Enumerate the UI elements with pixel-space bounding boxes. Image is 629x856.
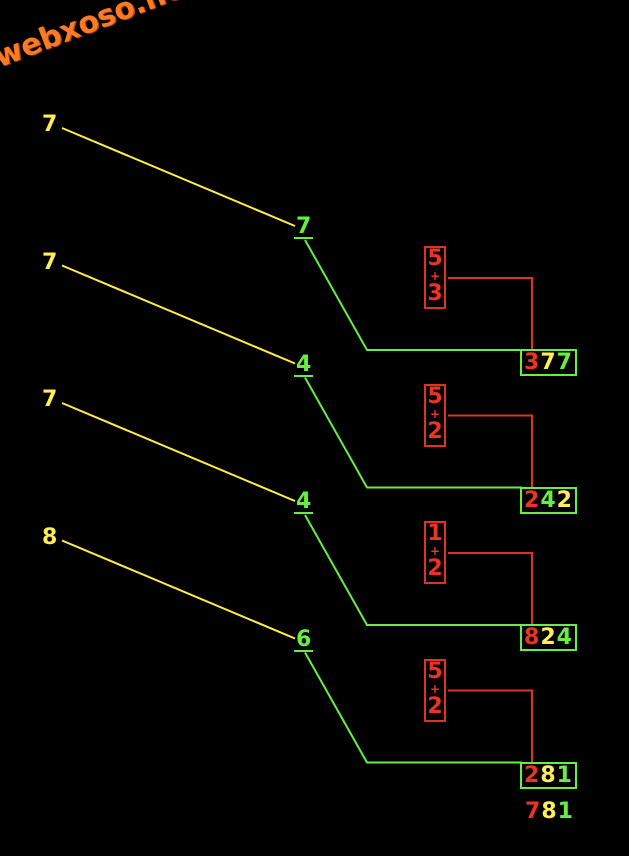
left-connector [61, 539, 296, 640]
sum-part: 2 [427, 693, 443, 719]
result-digit: 2 [540, 625, 557, 650]
sum-connector [448, 277, 533, 350]
left-connector [61, 127, 296, 227]
result-digit: 8 [541, 799, 558, 824]
result-digit: 7 [556, 350, 573, 375]
result-box: 281 [520, 761, 577, 789]
sum-box: 5+3 [424, 246, 446, 309]
result-digit: 2 [524, 487, 541, 513]
sum-box: 5+2 [424, 658, 446, 722]
mid-connector [304, 377, 522, 489]
left-connector [61, 264, 296, 365]
sum-part: + [429, 544, 441, 558]
result-digit: 1 [556, 762, 573, 788]
left-digit: 8 [42, 524, 58, 550]
sum-box: 1+2 [424, 521, 446, 584]
sum-part: 2 [427, 556, 443, 581]
result-digit: 4 [556, 625, 573, 650]
mid-connector [304, 514, 522, 626]
sum-connector [448, 552, 533, 625]
mid-digit: 4 [294, 489, 314, 514]
result-digit: 1 [557, 799, 574, 824]
result-box: 242 [520, 486, 577, 514]
mid-digit: 6 [294, 626, 314, 652]
sum-part: + [429, 269, 441, 283]
sum-part: 5 [427, 658, 443, 684]
sum-part: 5 [427, 383, 443, 409]
left-digit: 7 [42, 387, 58, 412]
result-box: 824 [520, 624, 577, 651]
result-digit: 2 [556, 487, 573, 513]
left-digit: 7 [42, 249, 58, 275]
result-box: 377 [520, 349, 577, 376]
sum-part: 1 [427, 521, 443, 546]
sum-connector [448, 689, 533, 763]
mid-connector [304, 239, 522, 351]
sum-part: + [429, 681, 441, 696]
mid-digit: 7 [294, 214, 314, 239]
mid-connector [304, 652, 522, 764]
sum-box: 5+2 [424, 383, 446, 447]
result-digit: 8 [540, 762, 557, 788]
sum-part: 3 [427, 281, 443, 306]
mid-digit: 4 [294, 351, 314, 377]
result-digit: 3 [524, 350, 541, 375]
left-digit: 7 [42, 112, 58, 137]
sum-part: + [429, 406, 441, 421]
sum-part: 5 [427, 246, 443, 271]
result-digit: 4 [540, 487, 557, 513]
result-digit: 8 [524, 625, 541, 650]
result-digit: 7 [540, 350, 557, 375]
final-result: 781 [525, 801, 574, 823]
sum-part: 2 [427, 418, 443, 444]
result-digit: 7 [525, 799, 542, 824]
left-connector [61, 402, 296, 502]
sum-connector [448, 414, 533, 488]
result-digit: 2 [524, 762, 541, 788]
